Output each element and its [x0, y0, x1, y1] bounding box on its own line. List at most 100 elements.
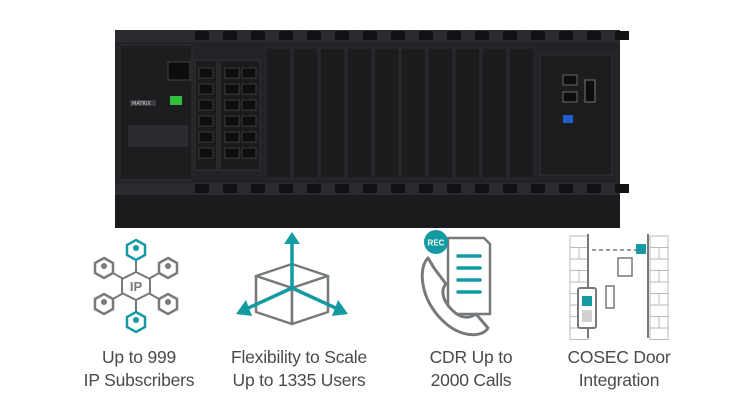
wall-brick — [569, 235, 589, 248]
rail-notch — [447, 31, 461, 40]
rail-notch — [307, 31, 321, 40]
rail-notch — [391, 31, 405, 40]
blank-slot-cover — [265, 47, 292, 179]
blank-slot-cover — [454, 47, 481, 179]
rj-port — [224, 67, 240, 79]
rail-notch — [363, 184, 377, 193]
wall-brick — [578, 247, 589, 260]
wall-brick — [569, 258, 589, 271]
caption-line-1: COSEC Door — [567, 347, 671, 367]
pbx-chassis-image: MATRIX — [115, 30, 629, 228]
blank-slot-cover — [481, 47, 508, 179]
rj-port — [198, 147, 214, 159]
rail-notch — [559, 31, 573, 40]
blank-slot-cover — [346, 47, 373, 179]
rail-notch — [419, 31, 433, 40]
feature-caption: CDR Up to 2000 Calls — [378, 346, 564, 392]
wall-brick — [658, 270, 669, 283]
blank-slot-cover — [292, 47, 319, 179]
wall-brick — [649, 258, 669, 271]
rj-port — [198, 99, 214, 111]
feature-scale: Flexibility to Scale Up to 1335 Users — [206, 228, 392, 408]
rail-notch — [279, 184, 293, 193]
rec-badge: REC — [428, 239, 445, 248]
rj-port — [241, 147, 257, 159]
wall-brick — [649, 281, 669, 294]
wall-brick — [649, 235, 669, 248]
rj-port — [241, 131, 257, 143]
rail-notch — [475, 31, 489, 40]
rj-port — [241, 83, 257, 95]
rj-port — [241, 67, 257, 79]
blank-slot-cover — [319, 47, 346, 179]
rail-notch — [559, 184, 573, 193]
rail-notch — [335, 184, 349, 193]
blank-slot-cover — [508, 47, 535, 179]
scale-cube-icon — [236, 232, 348, 326]
blank-slot-cover — [373, 47, 400, 179]
rail-notch — [223, 31, 237, 40]
wall-brick — [649, 327, 669, 340]
caption-line-2: 2000 Calls — [430, 370, 512, 390]
feature-door: COSEC Door Integration — [526, 228, 712, 408]
rj-port — [224, 131, 240, 143]
rail-notch — [251, 184, 265, 193]
rail-notch — [587, 31, 601, 40]
wall-brick — [658, 316, 669, 329]
rail-notch — [419, 184, 433, 193]
wall-brick — [569, 270, 580, 283]
wall-brick — [649, 293, 660, 306]
rail-notch — [251, 31, 265, 40]
rail-notch — [615, 31, 629, 40]
feature-caption: Flexibility to Scale Up to 1335 Users — [206, 346, 392, 392]
wall-brick — [649, 270, 660, 283]
feature-caption: COSEC Door Integration — [526, 346, 712, 392]
rail-notch — [279, 31, 293, 40]
rail-notch — [587, 184, 601, 193]
rj-port — [241, 115, 257, 127]
rail-notch — [615, 184, 629, 193]
rail-notch — [195, 31, 209, 40]
blank-slot-cover — [400, 47, 427, 179]
feature-caption: Up to 999 IP Subscribers — [46, 346, 232, 392]
blank-slot-cover — [427, 47, 454, 179]
caption-line-2: Integration — [578, 370, 660, 390]
rail-notch — [503, 184, 517, 193]
wall-brick — [649, 304, 669, 317]
cdr-phone-icon: REC — [420, 230, 492, 337]
brand-label: MATRIX — [132, 101, 151, 107]
caption-line-1: CDR Up to — [429, 347, 513, 367]
rj-port — [224, 115, 240, 127]
rj-port — [241, 99, 257, 111]
caption-line-2: Up to 1335 Users — [232, 370, 366, 390]
wall-brick — [658, 247, 669, 260]
rail-notch — [335, 31, 349, 40]
rail-notch — [475, 184, 489, 193]
caption-line-2: IP Subscribers — [83, 370, 195, 390]
wall-brick — [649, 316, 660, 329]
feature-ip-subscribers: IP Up to 999 IP Subscribers — [46, 228, 232, 408]
svg-text:IP: IP — [130, 279, 143, 294]
rail-notch — [503, 31, 517, 40]
feature-cdr: REC CDR Up to 2000 Calls — [378, 228, 564, 408]
rj-port — [198, 67, 214, 79]
wall-brick — [569, 247, 580, 260]
rail-notch — [447, 184, 461, 193]
rj-port — [198, 115, 214, 127]
ip-network-icon: IP — [93, 238, 179, 334]
caption-line-1: Up to 999 — [101, 347, 177, 367]
rail-notch — [391, 184, 405, 193]
wall-brick — [649, 247, 660, 260]
rj-port — [198, 83, 214, 95]
rj-port — [224, 83, 240, 95]
rail-notch — [307, 184, 321, 193]
rj-port — [224, 99, 240, 111]
wall-brick — [658, 293, 669, 306]
rail-notch — [195, 184, 209, 193]
rj-port — [198, 131, 214, 143]
rail-notch — [531, 31, 545, 40]
wall-brick — [569, 327, 589, 340]
door-integration-icon — [569, 234, 669, 340]
caption-line-1: Flexibility to Scale — [230, 347, 368, 367]
rail-notch — [531, 184, 545, 193]
